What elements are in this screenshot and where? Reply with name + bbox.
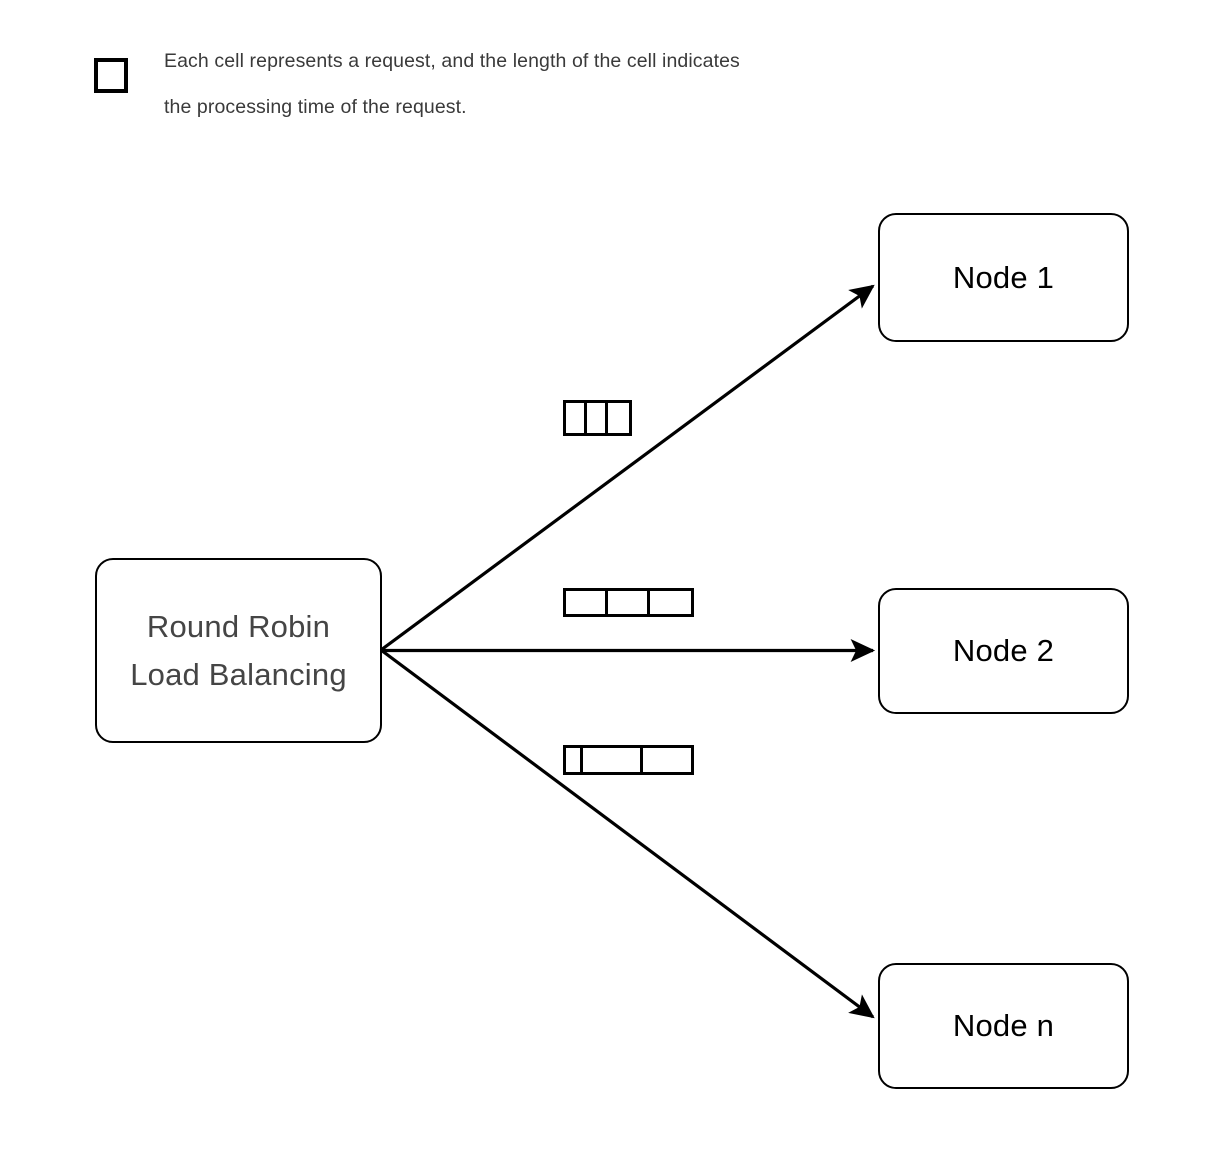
request-queue-node-1 bbox=[563, 400, 632, 436]
request-queue-node-n bbox=[563, 745, 694, 775]
node-label: Node n bbox=[952, 1008, 1055, 1043]
source-node-label-line1: Round Robin bbox=[146, 608, 331, 644]
node-box-node-n[interactable]: Node n bbox=[878, 963, 1129, 1089]
edge-to-node-n bbox=[380, 648, 875, 1019]
request-cell bbox=[643, 748, 691, 772]
node-label: Node 2 bbox=[952, 633, 1055, 668]
request-cell bbox=[608, 403, 629, 433]
node-label: Node 1 bbox=[952, 259, 1055, 295]
request-cell bbox=[587, 403, 609, 433]
request-cell bbox=[566, 403, 588, 433]
node-box-node-2[interactable]: Node 2 bbox=[878, 588, 1129, 714]
request-cell bbox=[608, 591, 651, 614]
source-node-label-line2: Load Balancing bbox=[130, 656, 347, 692]
request-cell bbox=[583, 748, 644, 772]
legend-caption: Each cell represents a request, and the … bbox=[164, 50, 740, 118]
request-cell bbox=[566, 591, 609, 614]
request-cell bbox=[566, 748, 584, 772]
source-node-round-robin[interactable]: Round Robin Load Balancing bbox=[95, 558, 382, 743]
request-queue-node-2 bbox=[563, 588, 694, 617]
request-cell bbox=[650, 591, 691, 614]
square-outline-icon bbox=[94, 58, 128, 93]
node-box-node-1[interactable]: Node 1 bbox=[878, 213, 1129, 342]
